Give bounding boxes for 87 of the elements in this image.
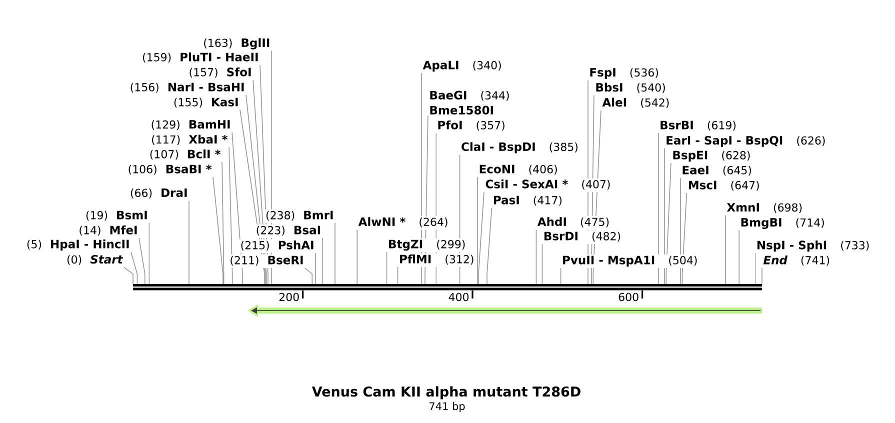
enzyme-site-label: (66) DraI [130,188,187,198]
enzyme-site-label: (129) BamHI [152,120,230,130]
sequence-end-label: (0) Start [67,254,124,265]
leader-line [252,80,267,284]
leader-line [666,162,672,284]
leader-line [260,64,268,284]
leader-line [536,229,537,284]
enzyme-site-label: (211) BseRI [230,256,303,266]
leader-line [542,244,543,284]
leader-line [592,110,602,284]
leader-line [421,72,422,284]
leader-line [725,214,726,284]
leader-line [397,266,398,284]
enzyme-site-label: AleI (542) [602,98,669,108]
enzyme-site-label: NspI - SphI (733) [757,240,869,252]
leader-line [188,200,190,284]
enzyme-site-label: (155) KasI [174,98,238,108]
leader-line [138,238,146,284]
leader-line [658,132,659,284]
leader-line [222,162,224,284]
leader-line [478,192,484,284]
leader-line [664,148,665,284]
enzyme-site-label: (117) XbaI * [152,134,228,145]
leader-line [738,230,740,284]
enzyme-site-label: EarI - SapI - BspQI (626) [666,136,825,147]
enzyme-site-label: (156) NarI - BsaHI [130,82,244,93]
sequence-end-label: End (741) [763,255,830,266]
leader-line [754,252,756,284]
enzyme-site-label: CsiI - SexAI * (407) [486,179,610,190]
enzyme-site-label: PvuII - MspA1I (504) [563,256,697,267]
enzyme-site-label: (106) BsaBI * [128,164,212,175]
leader-line [334,222,336,284]
title: Venus Cam KII alpha mutant T286D [312,386,580,400]
enzyme-site-label: (5) HpaI - HincII [27,239,129,251]
enzyme-site-label: ApaLI (340) [422,60,501,72]
enzyme-site-label: (14) MfeI [80,225,137,236]
enzyme-site-label: (238) BmrI [266,210,333,221]
leader-line [680,178,681,284]
enzyme-site-label: PfoI (357) [438,120,504,131]
enzyme-site-label: AhdI (475) [537,217,609,228]
enzyme-site-label: BbsI (540) [596,82,665,93]
enzyme-site-label: XmnI (698) [726,203,802,213]
sequence-bar [132,284,764,290]
tick-label: 400 [448,292,469,302]
enzyme-site-label: PflMI (312) [400,254,474,265]
leader-line [212,176,224,284]
leader-line [424,115,428,284]
enzyme-site-label: (107) BclI * [150,149,221,160]
leader-line [240,110,265,284]
enzyme-site-label: EaeI (645) [682,166,751,176]
leader-line [130,252,138,284]
enzyme-site-label: BspEI (628) [673,150,750,162]
enzyme-site-label: ClaI - BspDI (385) [462,142,578,154]
leader-line [124,266,134,284]
enzyme-site-label: PasI (417) [494,196,562,206]
leader-line [682,192,688,284]
enzyme-site-label: AlwNI * (264) [358,217,448,228]
leader-line [148,222,150,284]
enzyme-site-label: BaeGI (344) Bme1580I [430,90,509,114]
enzyme-site-label: (215) PshAI [241,240,314,251]
leader-line [459,154,460,284]
leader-line [315,252,316,284]
enzyme-site-label: (157) SfoI [190,67,251,78]
enzyme-site-label: BmgBI (714) [741,218,824,229]
enzyme-site-label: FspI (536) [590,68,658,79]
enzyme-site-label: (159) PluTI - HaeII [142,52,258,63]
leader-line [271,50,272,284]
enzyme-site-label: EcoNI (406) [480,164,557,175]
leader-line [591,94,594,284]
leader-line [228,146,233,284]
leader-line [232,132,243,284]
enzyme-site-label: BsrDI (482) [544,232,620,242]
enzyme-site-label: MscI (647) [688,180,759,191]
leader-line [386,252,388,284]
leader-line [560,268,562,284]
enzyme-site-label: (223) BsaI [256,226,320,236]
enzyme-site-label: BsrBI (619) [660,120,736,131]
leader-line [486,208,492,284]
leader-line [304,268,312,284]
leader-line [246,94,266,284]
enzyme-site-label: (19) BsmI [86,210,147,221]
leader-line [322,238,323,284]
caption: 741 bp [430,402,465,412]
enzyme-site-label: BtgZI (299) [389,240,465,251]
leader-line [356,229,358,284]
leader-line [477,176,478,284]
enzyme-site-label: (163) BglII [204,38,270,50]
